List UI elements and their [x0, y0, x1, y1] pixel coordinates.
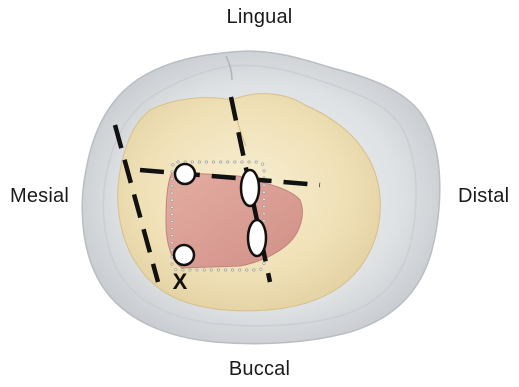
label-buccal: Buccal [0, 358, 519, 381]
contact-circle-mesio-lingual [175, 164, 195, 184]
contact-oval-disto-lingual [241, 170, 259, 206]
label-mesial: Mesial [10, 185, 69, 208]
label-lingual: Lingual [0, 6, 519, 29]
contact-oval-disto-buccal [248, 220, 266, 256]
label-distal: Distal [458, 185, 509, 208]
cross-marker: X [173, 269, 188, 294]
contact-circle-mesio-buccal [174, 245, 194, 265]
